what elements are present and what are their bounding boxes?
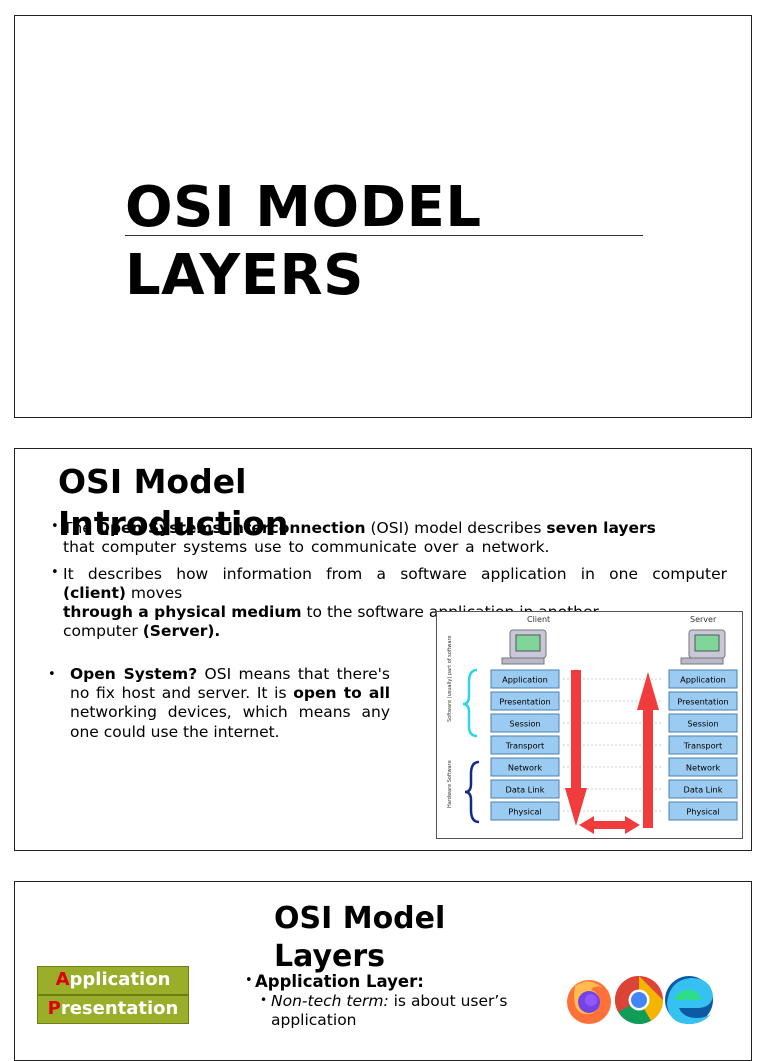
bullet-dot: • — [51, 565, 59, 580]
slide1-title: OSI MODEL LAYERS — [125, 174, 482, 310]
text: The — [63, 519, 97, 537]
bold-text: through a physical medium — [63, 603, 302, 621]
browser-icons-svg — [567, 976, 713, 1025]
client-layer-box — [490, 735, 560, 755]
server-layer-label: Data Link — [684, 785, 723, 795]
slide3-title-line2: Layers — [274, 939, 385, 974]
edge-icon — [665, 976, 713, 1024]
server-computer-icon — [680, 629, 726, 665]
bullet-dot: • — [51, 519, 59, 534]
client-layer-label: Session — [509, 719, 540, 729]
client-layer-label: Transport — [505, 741, 545, 751]
layer-application: Application — [37, 966, 189, 995]
text: moves — [125, 584, 183, 602]
client-layer-label: Network — [508, 763, 542, 773]
server-layer-box — [668, 691, 738, 711]
intro-bullet-1: • The Open Systems Interconnection (OSI)… — [51, 519, 727, 557]
server-layer-box — [668, 669, 738, 689]
client-computer-icon — [501, 629, 547, 665]
text: It describes how information from a soft… — [63, 565, 727, 583]
slide2-title: OSI Model Introduction — [58, 461, 288, 545]
bold-text: (Server). — [142, 622, 221, 640]
text: computer — [63, 622, 143, 640]
client-layer-box — [490, 779, 560, 799]
layer-label: resentation — [60, 998, 179, 1019]
slide2-title-line2: Introduction — [58, 504, 289, 543]
slide1-title-line2: LAYERS — [125, 243, 364, 308]
title-divider — [125, 235, 643, 236]
server-layer-label: Physical — [686, 807, 719, 817]
text: OSI means that there's no fix host and s… — [70, 665, 390, 703]
layer-initial: A — [55, 969, 70, 990]
layer-presentation: Presentation — [37, 995, 189, 1024]
hardware-label: Hardware Software — [447, 760, 453, 808]
application-layer-sub-bullet: • Non-tech term: is about user’s applica… — [260, 992, 551, 1030]
application-layer-bullet: • Application Layer: — [245, 972, 424, 992]
bullet-dot: • — [245, 973, 253, 988]
software-brace — [462, 668, 478, 738]
bold-text: seven layers — [546, 519, 656, 537]
text: that computer systems use to communicate… — [63, 538, 550, 556]
server-layer-box — [668, 779, 738, 799]
intro-bullet-3: • Open System? OSI means that there's no… — [48, 665, 391, 742]
osi-diagram-svg: Client Server ApplicationPresentationSes… — [447, 615, 738, 834]
server-layer-label: Session — [687, 719, 718, 729]
firefox-icon — [567, 980, 611, 1024]
bold-text: Open System? — [70, 665, 198, 683]
slide3-title: OSI Model Layers — [274, 900, 445, 976]
bold-text: Open Systems Interconnection — [96, 519, 366, 537]
server-layer-label: Application — [680, 675, 726, 685]
server-layer-label: Presentation — [677, 697, 728, 707]
client-layer-label: Physical — [508, 807, 541, 817]
down-arrow — [565, 670, 587, 826]
server-layer-box — [668, 757, 738, 777]
bold-text: open to all — [293, 684, 391, 703]
up-arrow — [637, 672, 659, 828]
bullet-dot: • — [260, 993, 268, 1007]
osi-layer-stack: Application Presentation — [37, 966, 189, 1024]
slide-introduction: OSI Model Introduction • The Open System… — [14, 448, 752, 851]
bold-text: Application Layer: — [255, 972, 424, 991]
slide-layers: OSI Model Layers Application Presentatio… — [14, 881, 752, 1061]
italic-text: Non-tech term: — [271, 992, 389, 1010]
layer-initial: P — [47, 998, 61, 1019]
server-layer-box — [668, 713, 738, 733]
bold-text: (client) — [63, 584, 126, 602]
horizontal-arrow — [579, 816, 640, 834]
client-layer-label: Application — [502, 675, 548, 685]
server-layer-label: Transport — [683, 741, 723, 751]
slide-title: OSI MODEL LAYERS — [14, 15, 752, 418]
slide2-title-line1: OSI Model — [58, 462, 247, 501]
server-layer-label: Network — [686, 763, 720, 773]
hardware-brace — [464, 760, 480, 824]
bullet-dot: • — [48, 667, 56, 682]
client-label: Client — [527, 615, 550, 624]
slide1-title-line1: OSI MODEL — [125, 175, 482, 240]
client-layer-box — [490, 669, 560, 689]
slide3-title-line1: OSI Model — [274, 901, 446, 936]
client-layer-label: Presentation — [499, 697, 550, 707]
browser-icons — [565, 974, 715, 1026]
server-layer-stack: ApplicationPresentationSessionTransportN… — [668, 669, 738, 821]
client-layer-label: Data Link — [506, 785, 545, 795]
server-layer-box — [668, 801, 738, 821]
server-label: Server — [690, 615, 717, 624]
client-layer-box — [490, 713, 560, 733]
client-layer-box — [490, 801, 560, 821]
client-layer-box — [490, 757, 560, 777]
server-layer-box — [668, 735, 738, 755]
text: networking devices, which means any one … — [70, 703, 390, 741]
layer-label: pplication — [69, 969, 171, 990]
text: (OSI) model describes — [365, 519, 547, 537]
software-label: Software (usually) part of software — [447, 635, 453, 722]
client-layer-box — [490, 691, 560, 711]
chrome-icon — [614, 976, 663, 1025]
